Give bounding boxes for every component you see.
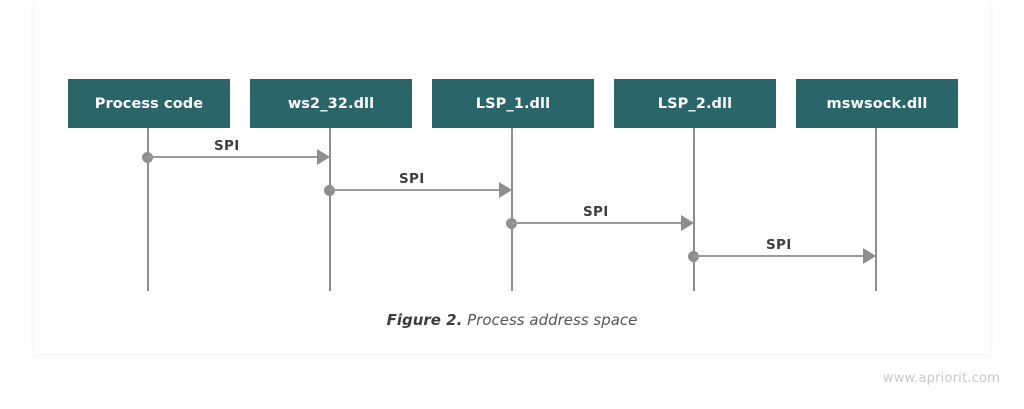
message-origin-dot [142,152,153,163]
message-label-3: SPI [583,204,609,220]
message-origin-dot [324,185,335,196]
participant-box-ws2-32-dll: ws2_32.dll [250,79,412,128]
message-origin-dot [506,218,517,229]
participant-label: ws2_32.dll [287,95,375,112]
participant-box-mswsock-dll: mswsock.dll [796,79,958,128]
arrowhead-icon [499,182,512,198]
participant-box-process-code: Process code [68,79,230,128]
message-origin-dot [688,251,699,262]
participant-label: mswsock.dll [826,95,928,112]
lifeline-lsp-2-dll [693,128,695,291]
figure-caption-label: Figure 2 [386,311,457,329]
lifeline-mswsock-dll [875,128,877,291]
participant-label: Process code [94,95,204,112]
arrowhead-icon [681,215,694,231]
participant-box-lsp-1-dll: LSP_1.dll [432,79,594,128]
message-line-3 [512,222,682,224]
message-label-4: SPI [766,237,792,253]
participant-label: LSP_2.dll [657,95,733,112]
participant-box-lsp-2-dll: LSP_2.dll [614,79,776,128]
message-label-1: SPI [214,138,240,154]
lifeline-lsp-1-dll [511,128,513,291]
message-line-1 [148,156,318,158]
message-line-2 [330,189,500,191]
participant-label: LSP_1.dll [475,95,551,112]
message-label-2: SPI [399,171,425,187]
lifeline-ws2-32-dll [329,128,331,291]
figure-caption-text: Process address space [467,311,638,329]
message-line-4 [694,255,864,257]
figure-caption-separator: . [456,311,463,329]
figure-caption: Figure 2. Process address space [0,311,1024,329]
lifeline-process-code [147,128,149,291]
watermark: www.apriorit.com [882,371,1000,386]
arrowhead-icon [317,149,330,165]
arrowhead-icon [863,248,876,264]
